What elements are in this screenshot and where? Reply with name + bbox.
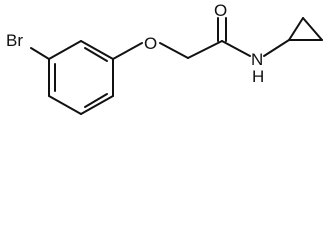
ether-oxygen-label: O bbox=[144, 34, 157, 53]
ring-bond-6 bbox=[48, 40, 82, 60]
ring-bond-2 bbox=[48, 95, 82, 115]
methylene-carbonyl-bond bbox=[187, 40, 223, 59]
amide-nitrogen-label: N bbox=[251, 50, 263, 69]
ring-double-bond-2 bbox=[84, 93, 108, 108]
ring-double-bond-3 bbox=[84, 47, 108, 62]
aryl-oxygen-bond bbox=[112, 42, 143, 60]
nitrogen-cyclopropyl-bond bbox=[263, 39, 290, 57]
bromine-bond bbox=[30, 47, 50, 60]
carbonyl-nitrogen-bond bbox=[221, 40, 251, 57]
carbonyl-oxygen-label: O bbox=[214, 1, 227, 20]
cyclopropyl-bond-1 bbox=[288, 17, 304, 41]
ring-bond-5 bbox=[80, 40, 114, 60]
cyclopropyl-bond-2 bbox=[302, 17, 323, 41]
oxygen-methylene-bond bbox=[159, 42, 189, 59]
structure-canvas: Br O O N H bbox=[6, 1, 323, 115]
bromine-label: Br bbox=[6, 31, 23, 50]
molecule-structure: Br O O N H bbox=[6, 1, 323, 115]
amide-hydrogen-label: H bbox=[252, 67, 264, 86]
ring-bond-3 bbox=[80, 95, 114, 115]
